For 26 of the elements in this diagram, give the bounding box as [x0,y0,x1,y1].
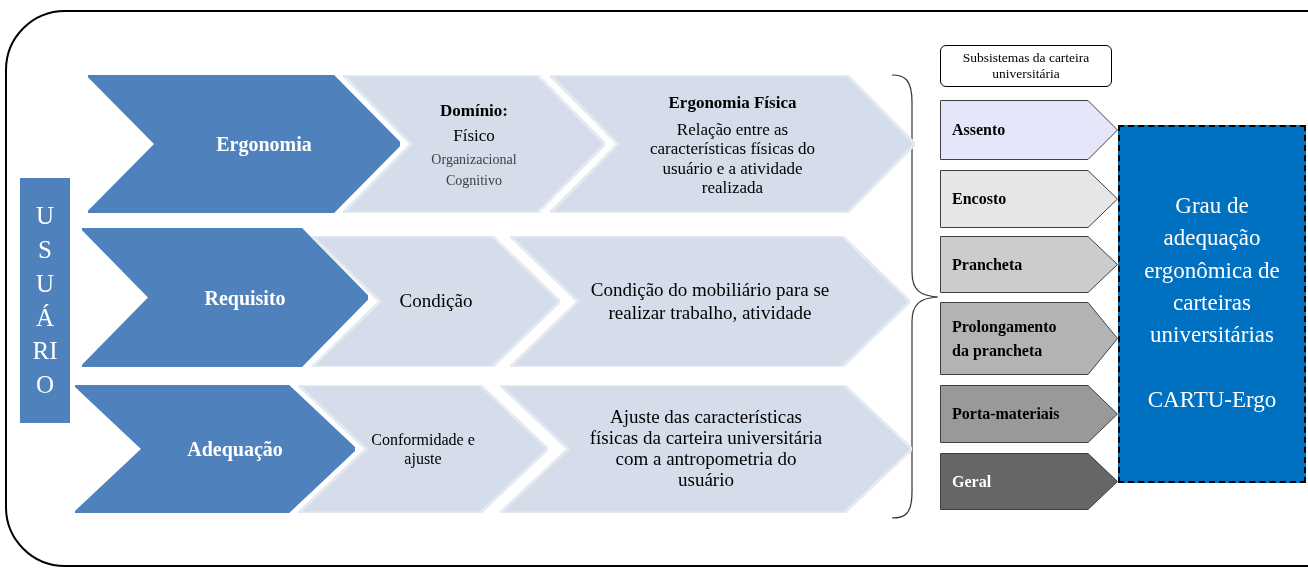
heading-box [940,45,1112,87]
chevron-label: Domínio: [440,99,508,122]
chevron-label: Organizacional [431,150,517,169]
subsystem-label: Geral [952,471,992,492]
result-text: Grau de adequação ergonômica de carteiras universitárias [1143,192,1281,350]
subsystem-label: Encosto [952,189,1007,209]
chevron-label: Ajuste das características físicas da carteira universitária com a antropometria do usuário [588,407,824,491]
subsystem-label: Assento [952,120,1006,140]
chevron-label: Cognitivo [446,171,502,190]
result-text: CARTU-Ergo [1147,386,1277,415]
heading-text: Subsistemas da carteira universitária [961,49,1091,83]
chevron-label: Adequação [187,437,283,463]
chevron-label: Condição do mobiliário para se realizar trabalho, atividade [589,278,831,325]
chevron-label: Ergonomia [216,132,312,158]
subsystem-label: Prancheta [952,254,1023,275]
subsystem-label: Prolongamento da prancheta [952,316,1058,362]
user-label-box [20,178,70,423]
result-box [1118,125,1306,483]
chevron-label: Físico [453,125,495,147]
chevron-label: Requisito [204,285,286,312]
chevron-label: Condição [399,289,473,314]
chevron-label: Conformidade e ajuste [370,429,476,469]
chevron-label: Ergonomia Física [668,92,797,115]
chevron-label: Relação entre as características físicas do usuário e a atividade realizada [648,119,817,198]
subsystem-label: Porta-materiais [952,404,1060,424]
vertical-label: USUÁRIO [32,201,58,400]
